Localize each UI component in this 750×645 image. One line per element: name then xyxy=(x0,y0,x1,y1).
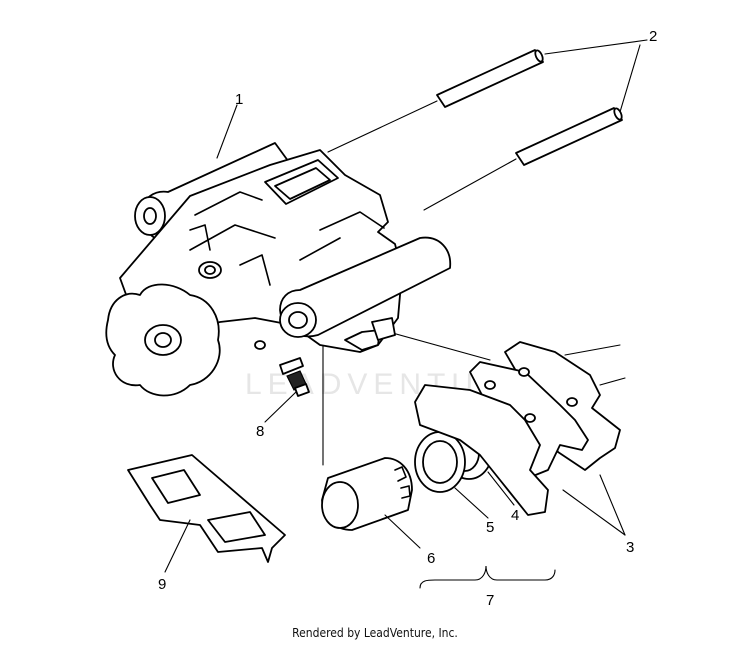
callout-6: 6 xyxy=(427,550,435,567)
pad-spring[interactable] xyxy=(127,454,286,563)
seal-inner[interactable] xyxy=(414,431,466,493)
callout-1: 1 xyxy=(235,91,243,108)
caliper-body[interactable] xyxy=(105,142,452,397)
pin-lower[interactable] xyxy=(515,107,623,166)
callout-8: 8 xyxy=(256,423,264,440)
leader-lines xyxy=(164,39,648,589)
brake-pads[interactable] xyxy=(414,341,621,516)
bleeder-screw[interactable] xyxy=(279,357,310,397)
pin-upper[interactable] xyxy=(436,49,544,108)
piston[interactable] xyxy=(321,457,413,531)
callout-5: 5 xyxy=(486,519,494,536)
callout-3: 3 xyxy=(626,539,634,556)
callout-4: 4 xyxy=(511,507,519,524)
callout-2: 2 xyxy=(649,28,657,45)
callout-9: 9 xyxy=(158,576,166,593)
footer-credit: Rendered by LeadVenture, Inc. xyxy=(292,626,458,640)
callouts: 1 2 3 4 5 6 7 8 9 xyxy=(158,28,657,609)
callout-7: 7 xyxy=(486,592,494,609)
